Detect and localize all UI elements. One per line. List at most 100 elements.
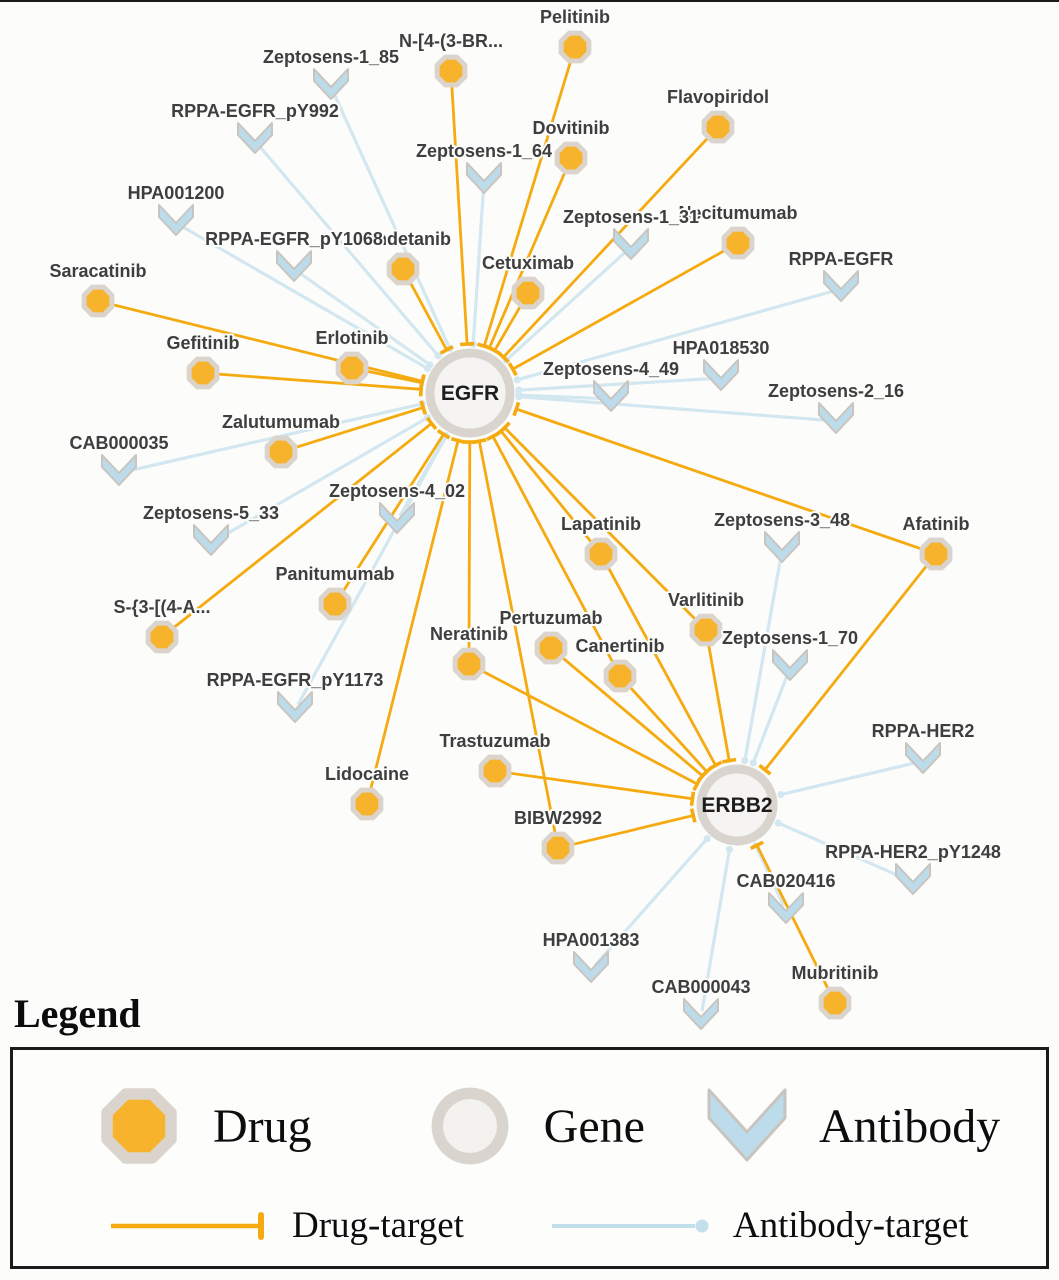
node-label: Panitumumab [275,564,394,584]
drug-target-cap [507,362,518,377]
drug-node-erlotinib: Erlotinib [314,326,391,385]
drug-target-cap [439,345,454,355]
drug-target-cap [758,763,772,776]
antibody-chevron [158,204,194,236]
node-label: Saracatinib [49,261,146,281]
edge-zeptosens-1-70-erbb2 [751,673,790,764]
edge-lapatinib-erbb2 [605,563,717,767]
edge-hpa001383-erbb2 [593,837,709,967]
drug-node-dovitinib: Dovitinib [531,116,612,175]
node-label: Necitumumab [678,203,797,223]
antibody-chevron [764,531,800,563]
node-label: Zeptosens-1_70 [722,628,858,648]
edge-zalutumumab-egfr [292,406,424,450]
edge-cetuximab-egfr [493,302,524,352]
edge-saracatinib-egfr [109,302,423,383]
antibody-target-dot [777,791,785,799]
antibody-node-zeptosens-1-70: Zeptosens-1_70 [720,626,860,681]
node-label: Pertuzumab [499,608,602,628]
edge-zeptosens-3-48-erbb2 [743,555,783,761]
antibody-target-line-icon [551,1219,709,1232]
node-label: CAB020416 [736,871,835,891]
node-label: RPPA-EGFR_pY1068 [205,229,383,249]
node-label: Erlotinib [316,328,389,348]
antibody-node-zeptosens-3-48: Zeptosens-3_48 [712,508,852,563]
node-label: Varlitinib [668,590,744,610]
drug-node-mubritinib: Mubritinib [790,961,880,1020]
edge-rppa-egfr-py992-egfr [257,144,440,357]
drug-node-afatinib: Afatinib [901,512,972,571]
edge-rppa-egfr-py1068-egfr [297,271,431,367]
edge-zeptosens-4-49-egfr [518,393,606,401]
drug-node-pertuzumab: Pertuzumab [497,606,605,665]
antibody-chevron [593,380,629,412]
antibody-chevron [379,502,415,534]
edge-dovitinib-egfr [488,168,568,349]
edge-rppa-her2-py1248-erbb2 [777,821,909,882]
edges-layer [109,58,930,1012]
drug-node-bibw2992: BIBW2992 [512,806,604,865]
edge-zeptosens-2-16-egfr [518,395,831,423]
drug-octagon [264,435,298,469]
node-label: CAB000043 [651,977,750,997]
antibody-node-rppa-her2: RPPA-HER2 [870,719,976,774]
drug-octagon [350,787,384,821]
drug-octagon [558,30,592,64]
edge-neratinib-erbb2 [478,668,698,786]
edge-hpa018530-egfr [518,376,716,392]
antibody-chevron [101,454,137,486]
node-label: RPPA-EGFR [789,249,894,269]
drug-octagon [318,587,352,621]
drug-node-vandetanib: Vandetanib [353,227,453,286]
node-label: Zeptosens-4_02 [329,481,465,501]
drug-node-necitumumab: Necitumumab [676,201,800,260]
network-canvas: EGFRERBB2PelitinibN-[4-(3-BR...Flavopiri… [47,5,1003,1030]
antibody-chevron [613,228,649,260]
antibody-chevron [818,402,854,434]
node-label: Flavopiridol [667,87,769,107]
antibody-target-dot [426,361,434,369]
drug-octagon [584,537,618,571]
antibody-node-rppa-her2-py1248: RPPA-HER2_pY1248 [823,840,1003,895]
node-label: Lapatinib [561,514,641,534]
antibody-target-dot [741,757,749,765]
node-label: CAB000035 [69,433,168,453]
edge-gefitinib-egfr [214,372,422,391]
drug-target-line-icon [111,1211,264,1240]
drug-node-s-3-4-a: S-{3-[(4-A... [111,595,213,654]
drug-node-saracatinib: Saracatinib [47,259,149,318]
gene-circle [696,764,778,846]
edge-zeptosens-1-85-egfr [332,91,452,350]
drug-node-varlitinib: Varlitinib [666,588,746,647]
antibody-chevron [277,691,313,723]
gene-node-erbb2: ERBB2 [696,764,778,846]
antibody-icon [707,1088,787,1162]
drug-target-cap [512,401,521,417]
node-label: Mubritinib [792,963,879,983]
drug-target-cap [472,438,487,445]
legend-title: Legend [14,991,141,1036]
legend-item-gene: Gene [422,1078,645,1174]
edge-cab020416-erbb2 [754,845,785,907]
drug-octagon [81,284,115,318]
edge-varlitinib-egfr [503,426,699,623]
node-label: HPA001383 [543,930,640,950]
node-label: Zalutumumab [222,412,340,432]
drug-octagon [335,351,369,385]
drug-target-cap [419,400,428,415]
drug-target-cap [459,341,475,347]
node-label: Trastuzumab [439,731,550,751]
antibody-node-zeptosens-4-49: Zeptosens-4_49 [541,357,681,412]
edge-n-4-3-br-egfr [450,82,469,345]
antibody-node-hpa001383: HPA001383 [541,928,641,983]
edge-canertinib-erbb2 [627,683,708,773]
edge-bibw2992-egfr [477,440,558,837]
antibody-chevron [193,524,229,556]
antibody-node-rppa-egfr-py1068: RPPA-EGFR_pY1068 [203,227,385,282]
legend-node-row: Drug Gene Antibody [13,1078,1046,1174]
antibody-node-zeptosens-1-85: Zeptosens-1_85 [261,45,401,100]
legend-edge-row: Drug-target Antibody-target [13,1204,1046,1247]
edge-zeptosens-1-64-egfr [471,186,486,345]
node-label: N-[4-(3-BR... [399,31,503,51]
legend-box: Drug Gene Antibody Drug-target [10,1047,1049,1269]
